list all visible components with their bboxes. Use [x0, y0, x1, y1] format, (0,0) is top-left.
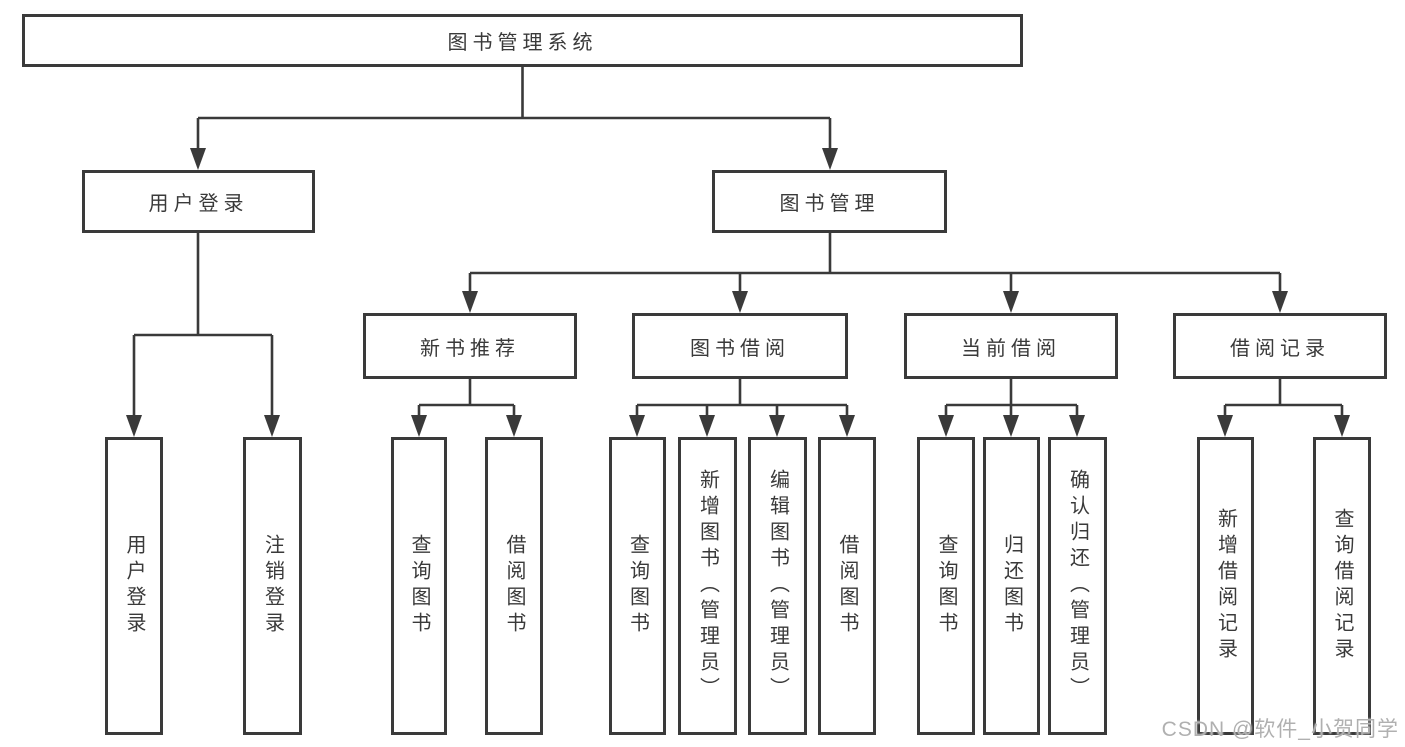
- node-new-book-recommend: 新书推荐: [363, 313, 577, 379]
- connector-borrow-records-to-leaves: [1217, 379, 1350, 437]
- node-label: 借阅图书: [503, 534, 525, 638]
- leaf-edit-books-admin: 编辑图书（管理员）: [748, 437, 807, 735]
- leaf-query-books-1: 查询图书: [391, 437, 447, 735]
- arrowhead: [732, 291, 748, 313]
- csdn-watermark: CSDN @软件_小贺同学: [1161, 718, 1399, 741]
- node-label: 图书借阅: [690, 337, 790, 360]
- arrowhead: [629, 415, 645, 437]
- leaf-query-borrow-record: 查询借阅记录: [1313, 437, 1371, 735]
- connector-root-to-level2: [190, 67, 838, 170]
- connector-current-borrow-to-leaves: [938, 379, 1085, 437]
- node-label: 用户登录: [148, 193, 249, 215]
- connector-book-management-to-level3: [462, 233, 1288, 313]
- leaf-query-books-2: 查询图书: [609, 437, 666, 735]
- node-user-login-branch: 用户登录: [82, 170, 315, 233]
- node-book-borrow: 图书借阅: [632, 313, 848, 379]
- arrowhead: [506, 415, 522, 437]
- leaf-add-books-admin: 新增图书（管理员）: [678, 437, 737, 735]
- leaf-borrow-books-1: 借阅图书: [485, 437, 543, 735]
- arrowhead: [1003, 291, 1019, 313]
- node-label: 当前借阅: [961, 337, 1061, 360]
- leaf-user-login: 用户登录: [105, 437, 163, 735]
- arrowhead: [1217, 415, 1233, 437]
- arrowhead: [839, 415, 855, 437]
- arrowhead: [126, 415, 142, 437]
- leaf-add-borrow-record: 新增借阅记录: [1197, 437, 1254, 735]
- node-label: 编辑图书（管理员）: [766, 469, 789, 703]
- arrowhead: [1003, 415, 1019, 437]
- node-label: 新书推荐: [420, 337, 520, 360]
- node-label: 借阅记录: [1230, 337, 1330, 360]
- node-label: 查询图书: [408, 534, 430, 638]
- arrowhead: [264, 415, 280, 437]
- arrowhead: [1334, 415, 1350, 437]
- node-label: 查询图书: [935, 534, 957, 638]
- node-book-management: 图书管理: [712, 170, 947, 233]
- arrowhead: [1272, 291, 1288, 313]
- connector-book-borrow-to-leaves: [629, 379, 855, 437]
- connector-new-books-to-leaves: [411, 379, 522, 437]
- leaf-borrow-books-2: 借阅图书: [818, 437, 876, 735]
- node-label: 用户登录: [123, 534, 145, 638]
- node-label: 借阅图书: [836, 534, 858, 638]
- leaf-query-books-3: 查询图书: [917, 437, 975, 735]
- node-label: 新增图书（管理员）: [696, 469, 719, 703]
- arrowhead: [411, 415, 427, 437]
- node-current-borrow: 当前借阅: [904, 313, 1118, 379]
- node-label: 新增借阅记录: [1214, 508, 1237, 664]
- leaf-logout: 注销登录: [243, 437, 302, 735]
- node-label: 查询图书: [626, 534, 649, 638]
- leaf-return-books: 归还图书: [983, 437, 1040, 735]
- node-root-label: 图书管理系统: [447, 32, 598, 54]
- leaf-confirm-return-admin: 确认归还（管理员）: [1048, 437, 1107, 735]
- connector-user-login-to-leaves: [126, 233, 280, 437]
- arrowhead: [1069, 415, 1085, 437]
- node-label: 图书管理: [779, 193, 880, 215]
- arrowhead: [769, 415, 785, 437]
- node-label: 注销登录: [261, 534, 284, 638]
- node-borrow-records: 借阅记录: [1173, 313, 1387, 379]
- arrowhead: [822, 148, 838, 170]
- node-label: 归还图书: [1000, 534, 1023, 638]
- node-label: 确认归还（管理员）: [1066, 469, 1089, 703]
- node-label: 查询借阅记录: [1331, 508, 1353, 664]
- arrowhead: [938, 415, 954, 437]
- arrowhead: [462, 291, 478, 313]
- node-root: 图书管理系统: [22, 14, 1023, 67]
- arrowhead: [699, 415, 715, 437]
- arrowhead: [190, 148, 206, 170]
